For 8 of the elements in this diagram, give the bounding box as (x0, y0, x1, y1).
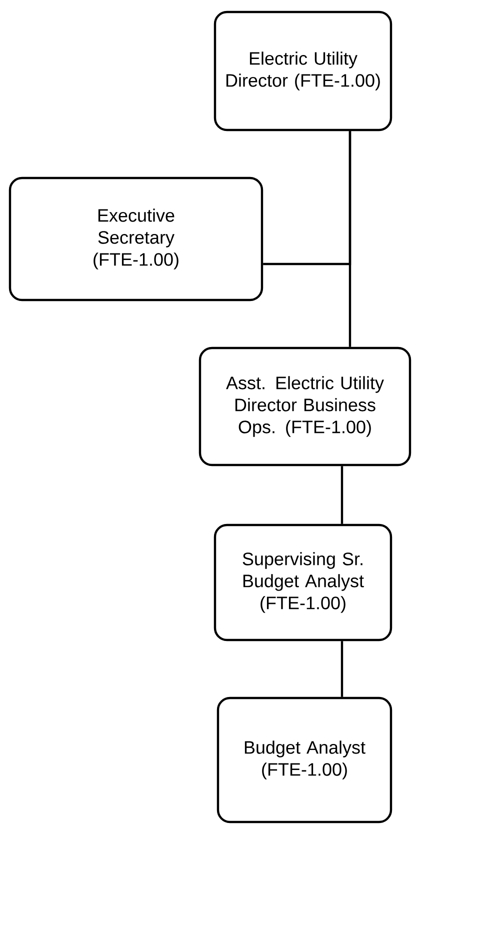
org-box: Budget Analyst (FTE-1.00) (216, 696, 392, 824)
connector-line (340, 641, 344, 697)
org-box: Executive Secretary (FTE-1.00) (8, 176, 264, 302)
org-box: Asst. Electric Utility Director Business Ops. (FTE-1.00) (198, 346, 412, 466)
connector-line (348, 131, 352, 347)
org-box: Supervising Sr. Budget Analyst (FTE-1.00) (214, 524, 392, 642)
org-box: Electric Utility Director (FTE-1.00) (214, 10, 392, 132)
connector-line (340, 466, 344, 524)
